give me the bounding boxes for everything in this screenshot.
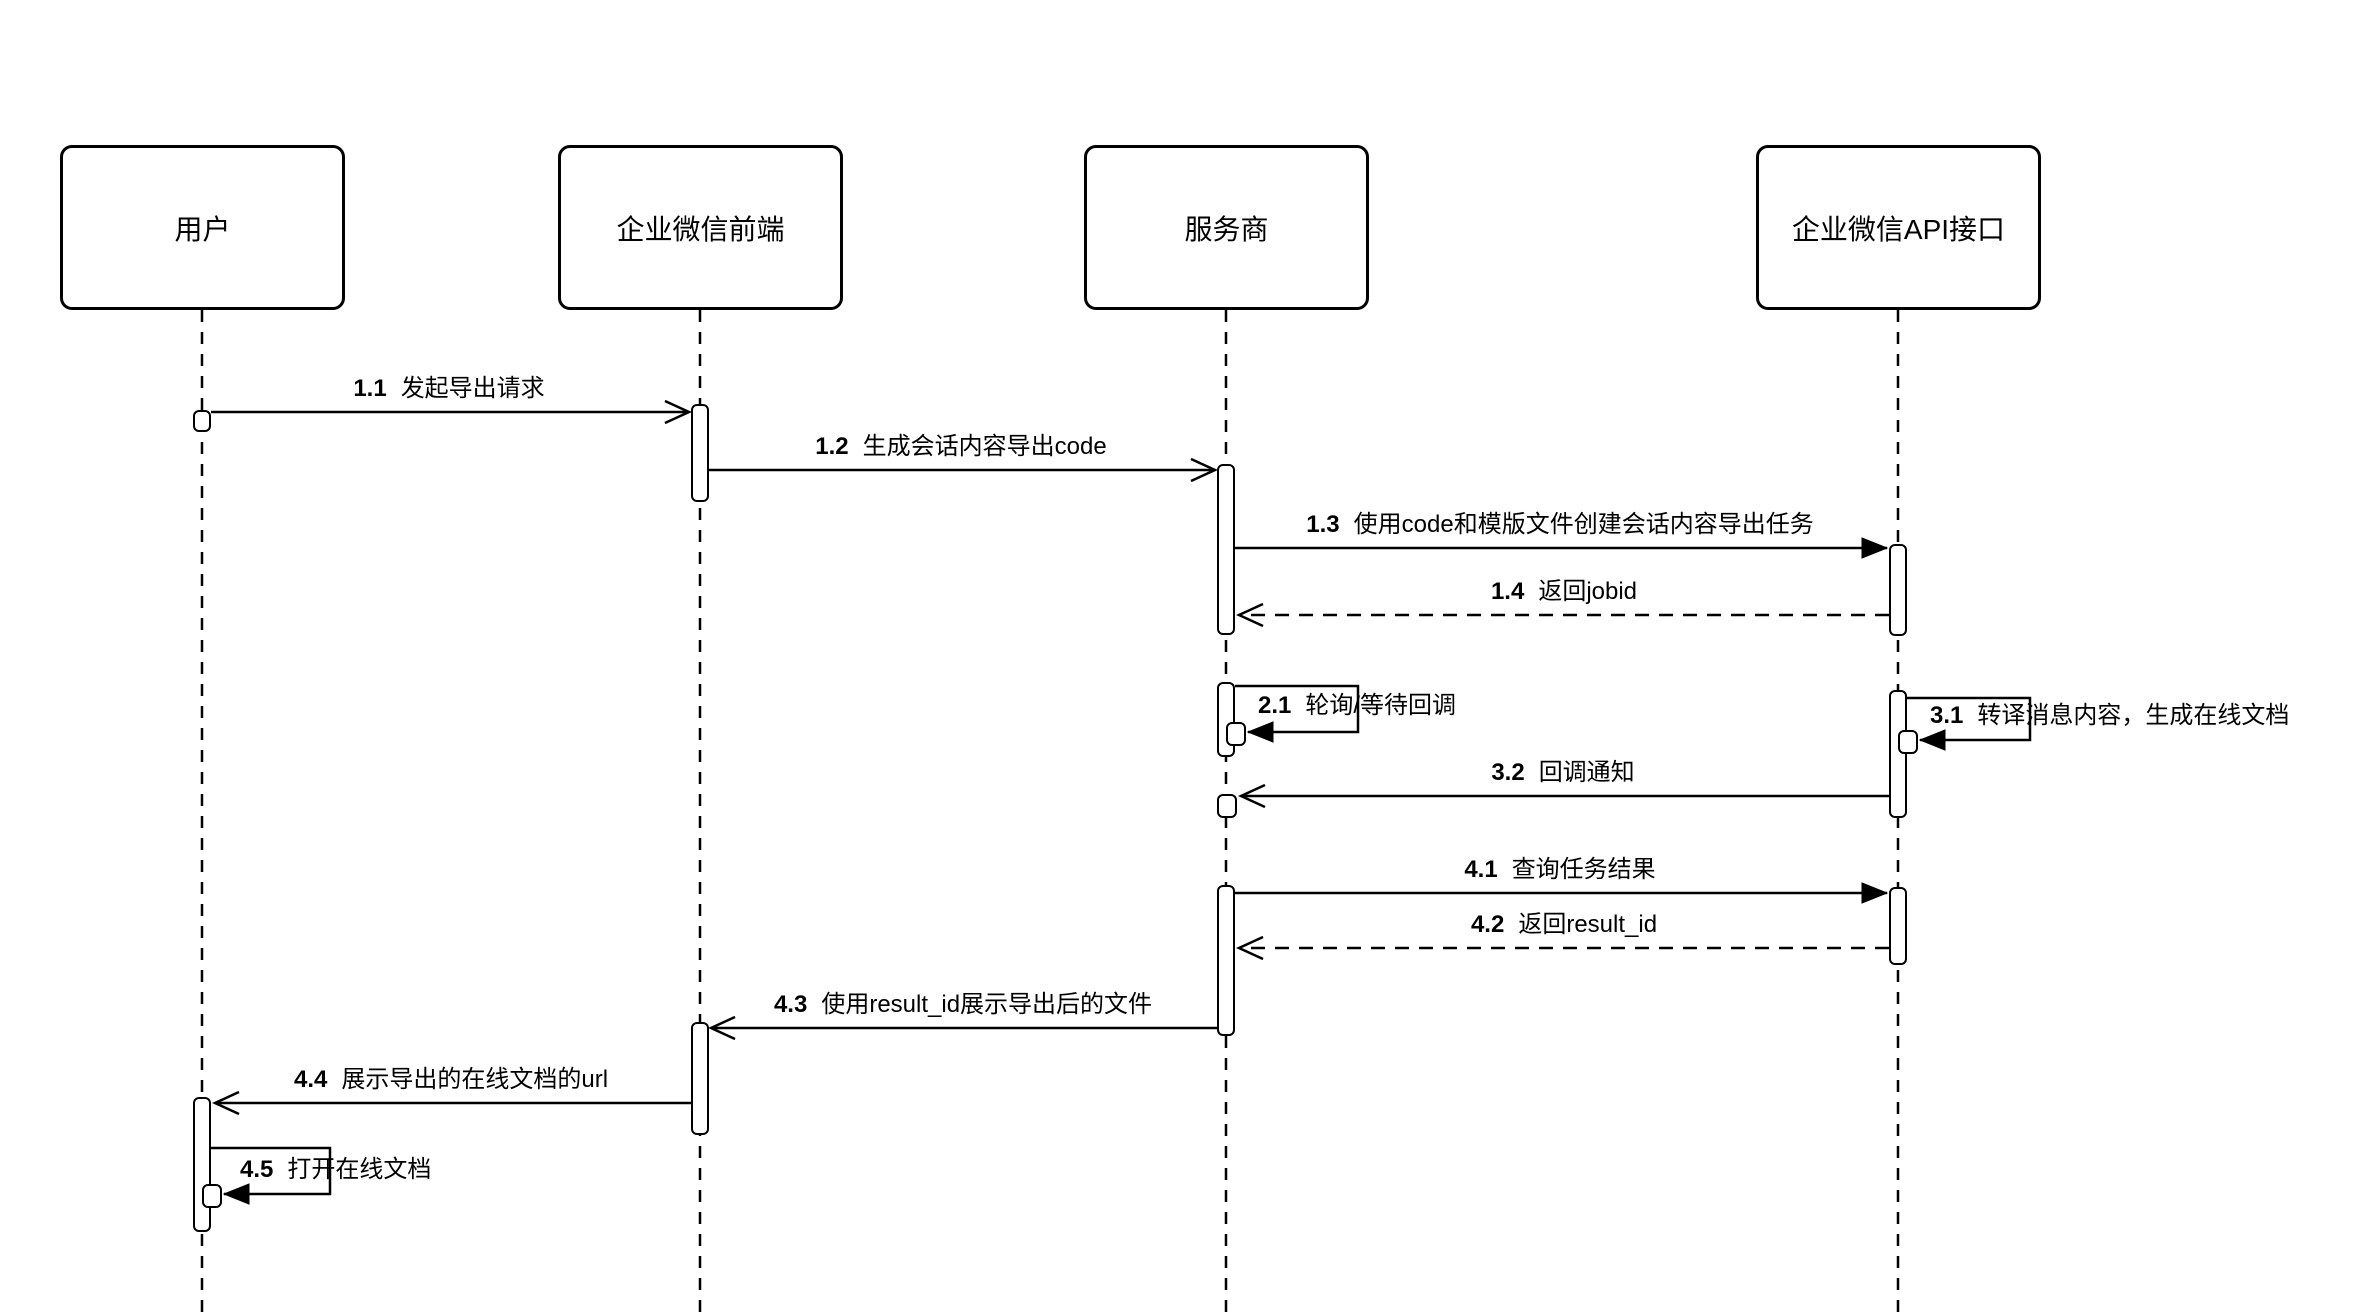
self-message-line-4-5 [211,1146,332,1205]
message-number-3-2: 3.2 [1491,759,1525,786]
activation-api-1 [1889,544,1907,636]
message-text-4-3: 使用result_id展示导出后的文件 [821,991,1153,1018]
activation-user-2-nested [202,1184,222,1208]
activation-user-start [193,410,211,432]
message-number-4-1: 4.1 [1464,856,1498,883]
message-number-4-4: 4.4 [293,1066,328,1093]
message-text-4-5: 打开在线文档 [287,1156,432,1183]
message-number-4-5: 4.5 [240,1156,274,1183]
message-number-4-3: 4.3 [773,991,808,1018]
message-number-3-1: 3.1 [1930,702,1964,729]
message-number-4-2: 4.2 [1470,911,1505,938]
message-text-4-1: 查询任务结果 [1511,856,1656,883]
actor-wecom-frontend: 企业微信前端 [558,145,843,310]
message-label-1-2: 1.2 生成会话内容导出code [815,432,1106,462]
message-text-1-1: 发起导出请求 [400,375,545,402]
actor-wecom-api: 企业微信API接口 [1756,145,2041,310]
message-text-2-1: 轮询/等待回调 [1305,692,1457,719]
activation-user-2 [193,1097,211,1232]
message-text-1-2: 生成会话内容导出code [862,433,1107,460]
activation-api-3 [1889,887,1907,965]
activation-service-provider-3 [1217,885,1235,1036]
actor-service-provider-label: 服务商 [1184,213,1269,245]
message-number-1-3: 1.3 [1306,511,1340,538]
message-text-3-2: 回调通知 [1538,759,1635,786]
activation-service-provider-2-nested [1226,722,1246,746]
message-label-4-2: 4.2 返回result_id [1471,910,1657,940]
message-label-4-4: 4.4 展示导出的在线文档的url [294,1065,608,1095]
activation-service-provider-callback [1217,794,1237,818]
message-label-2-1: 2.1 轮询/等待回调 [1258,688,1456,724]
self-message-line-3-1 [1907,696,2032,751]
actor-user-label: 用户 [174,213,231,245]
message-label-4-1: 4.1 查询任务结果 [1464,855,1655,885]
activation-frontend-2 [691,1022,709,1135]
actor-user: 用户 [60,145,345,310]
message-text-1-3: 使用code和模版文件创建会话内容导出任务 [1353,511,1814,538]
activation-api-2 [1889,690,1907,818]
message-label-3-1: 3.1 转译消息内容，生成在线文档 [1930,698,2289,734]
message-label-4-5: 4.5 打开在线文档 [240,1152,431,1188]
activation-frontend-1 [691,404,709,502]
message-number-1-1: 1.1 [353,375,387,402]
message-text-4-2: 返回result_id [1518,911,1658,938]
message-text-3-1: 转译消息内容，生成在线文档 [1977,702,2290,729]
self-message-line-2-1 [1235,684,1360,743]
message-number-1-4: 1.4 [1490,578,1525,605]
actor-wecom-api-label: 企业微信API接口 [1791,213,2006,245]
message-text-4-4: 展示导出的在线文档的url [341,1066,609,1093]
message-number-1-2: 1.2 [815,433,849,460]
activation-service-provider-1 [1217,464,1235,635]
activation-api-2-nested [1898,730,1918,754]
message-label-1-1: 1.1 发起导出请求 [353,374,544,404]
message-text-1-4: 返回jobid [1538,578,1638,605]
message-label-1-4: 1.4 返回jobid [1491,577,1637,607]
actor-wecom-frontend-label: 企业微信前端 [616,213,785,245]
message-label-4-3: 4.3 使用result_id展示导出后的文件 [774,990,1152,1020]
message-label-1-3: 1.3 使用code和模版文件创建会话内容导出任务 [1306,510,1813,540]
actor-service-provider: 服务商 [1084,145,1369,310]
message-number-2-1: 2.1 [1258,692,1292,719]
message-label-3-2: 3.2 回调通知 [1491,758,1634,788]
